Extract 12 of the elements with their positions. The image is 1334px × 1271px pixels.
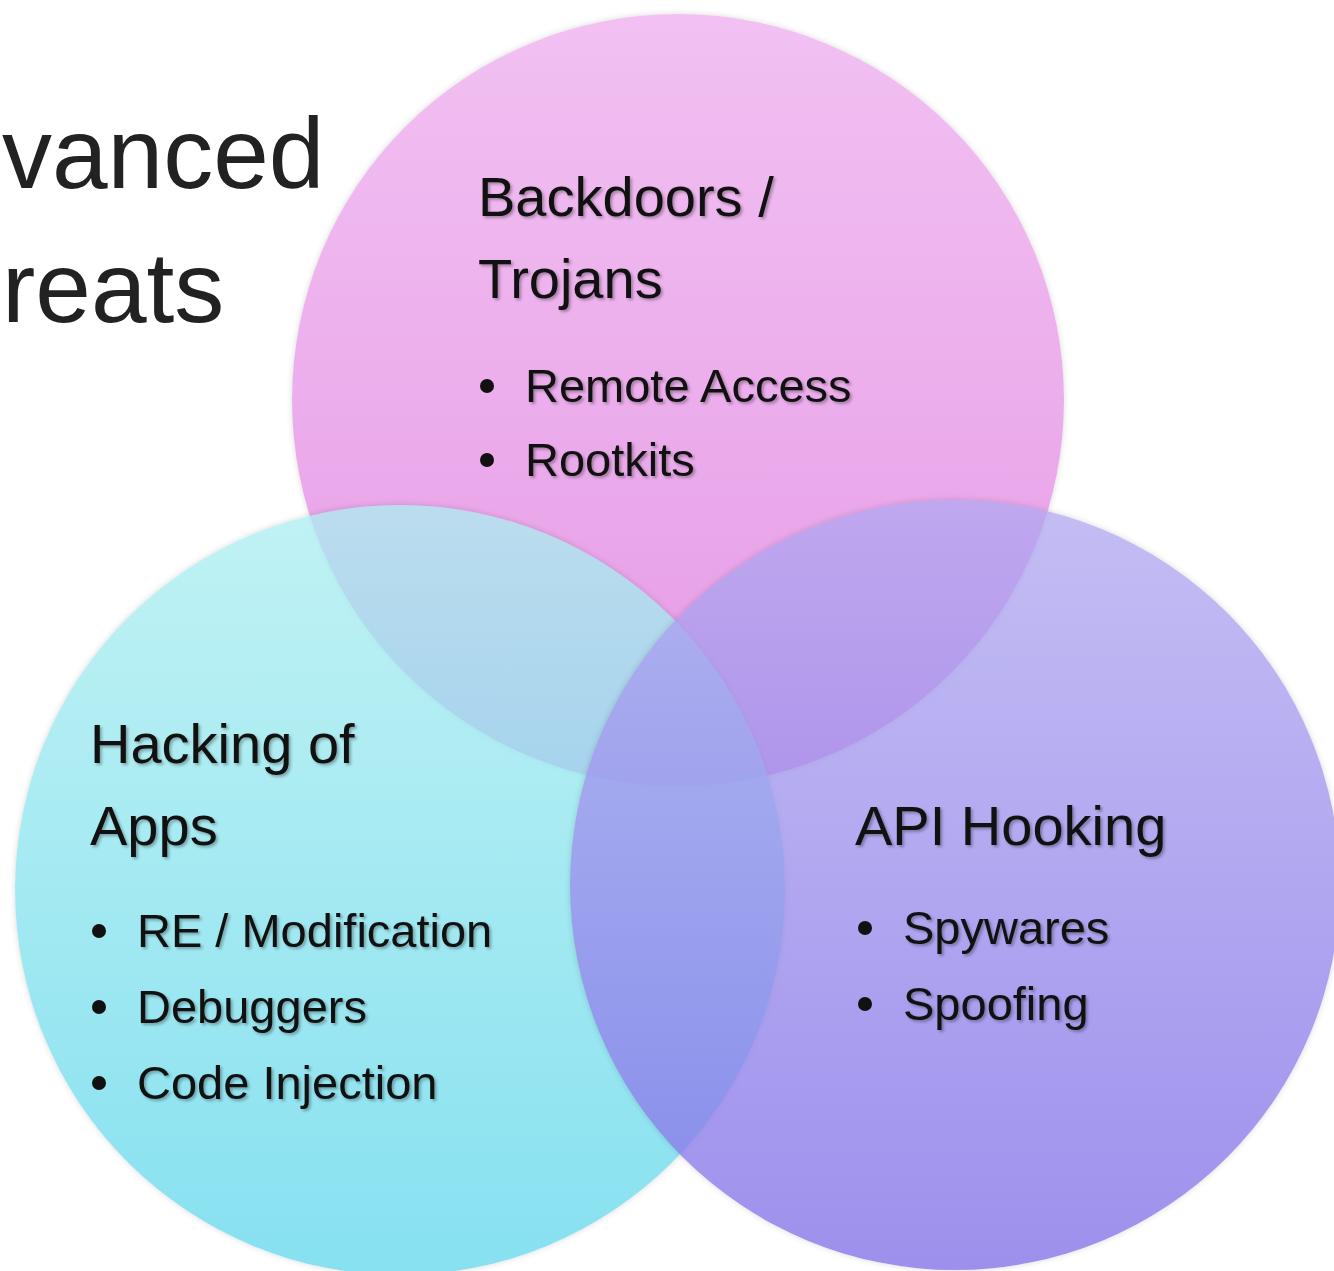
bullet-item: RE / Modification <box>137 903 493 959</box>
bullet-item: Debuggers <box>137 979 367 1035</box>
circle-heading: Backdoors / Trojans <box>478 164 775 312</box>
bullet-item: Rootkits <box>525 432 695 488</box>
title-fragment: vanced <box>2 98 325 208</box>
circle-heading: Hacking of Apps <box>90 711 356 859</box>
circle-heading: API Hooking <box>855 793 1168 859</box>
bullet-item: Spoofing <box>903 976 1089 1032</box>
bullet-item: Spywares <box>903 900 1110 956</box>
bullet-item: Remote Access <box>525 358 852 414</box>
title-fragment: reats <box>2 232 225 342</box>
bullet-item: Code Injection <box>137 1055 438 1111</box>
